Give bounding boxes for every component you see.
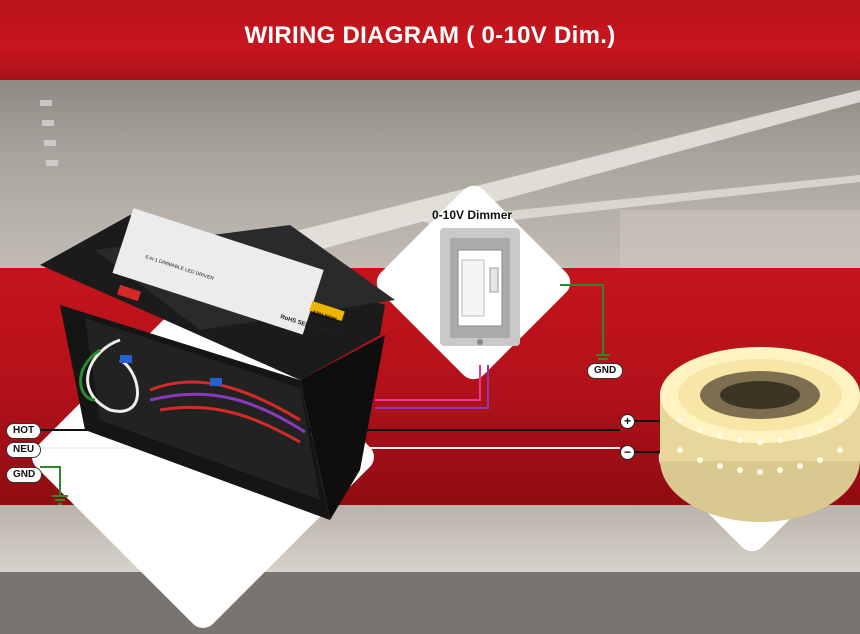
led-strip-reel (660, 347, 860, 522)
ceiling-background (0, 80, 860, 270)
dimmer-label: 0-10V Dimmer (432, 208, 513, 222)
negative-terminal-icon: − (620, 445, 635, 460)
page-title: WIRING DIAGRAM ( 0-10V Dim.) (244, 22, 616, 49)
dimmer-switch (440, 228, 520, 346)
led-driver: 6-in-1 DIMMABLE LED DRIVER RoHS SELV NEM… (40, 208, 395, 520)
dimmer-ground-label: GND (587, 363, 624, 379)
dim-wires (375, 365, 489, 409)
neutral-label: NEU (6, 442, 42, 458)
dimmer-ground-wire (560, 284, 610, 360)
header-band (0, 0, 860, 80)
hot-label: HOT (6, 423, 42, 439)
positive-terminal-icon: + (620, 414, 635, 429)
ground-label: GND (6, 467, 43, 483)
ground-wire (40, 466, 68, 505)
ceiling-light-strips (40, 90, 860, 270)
